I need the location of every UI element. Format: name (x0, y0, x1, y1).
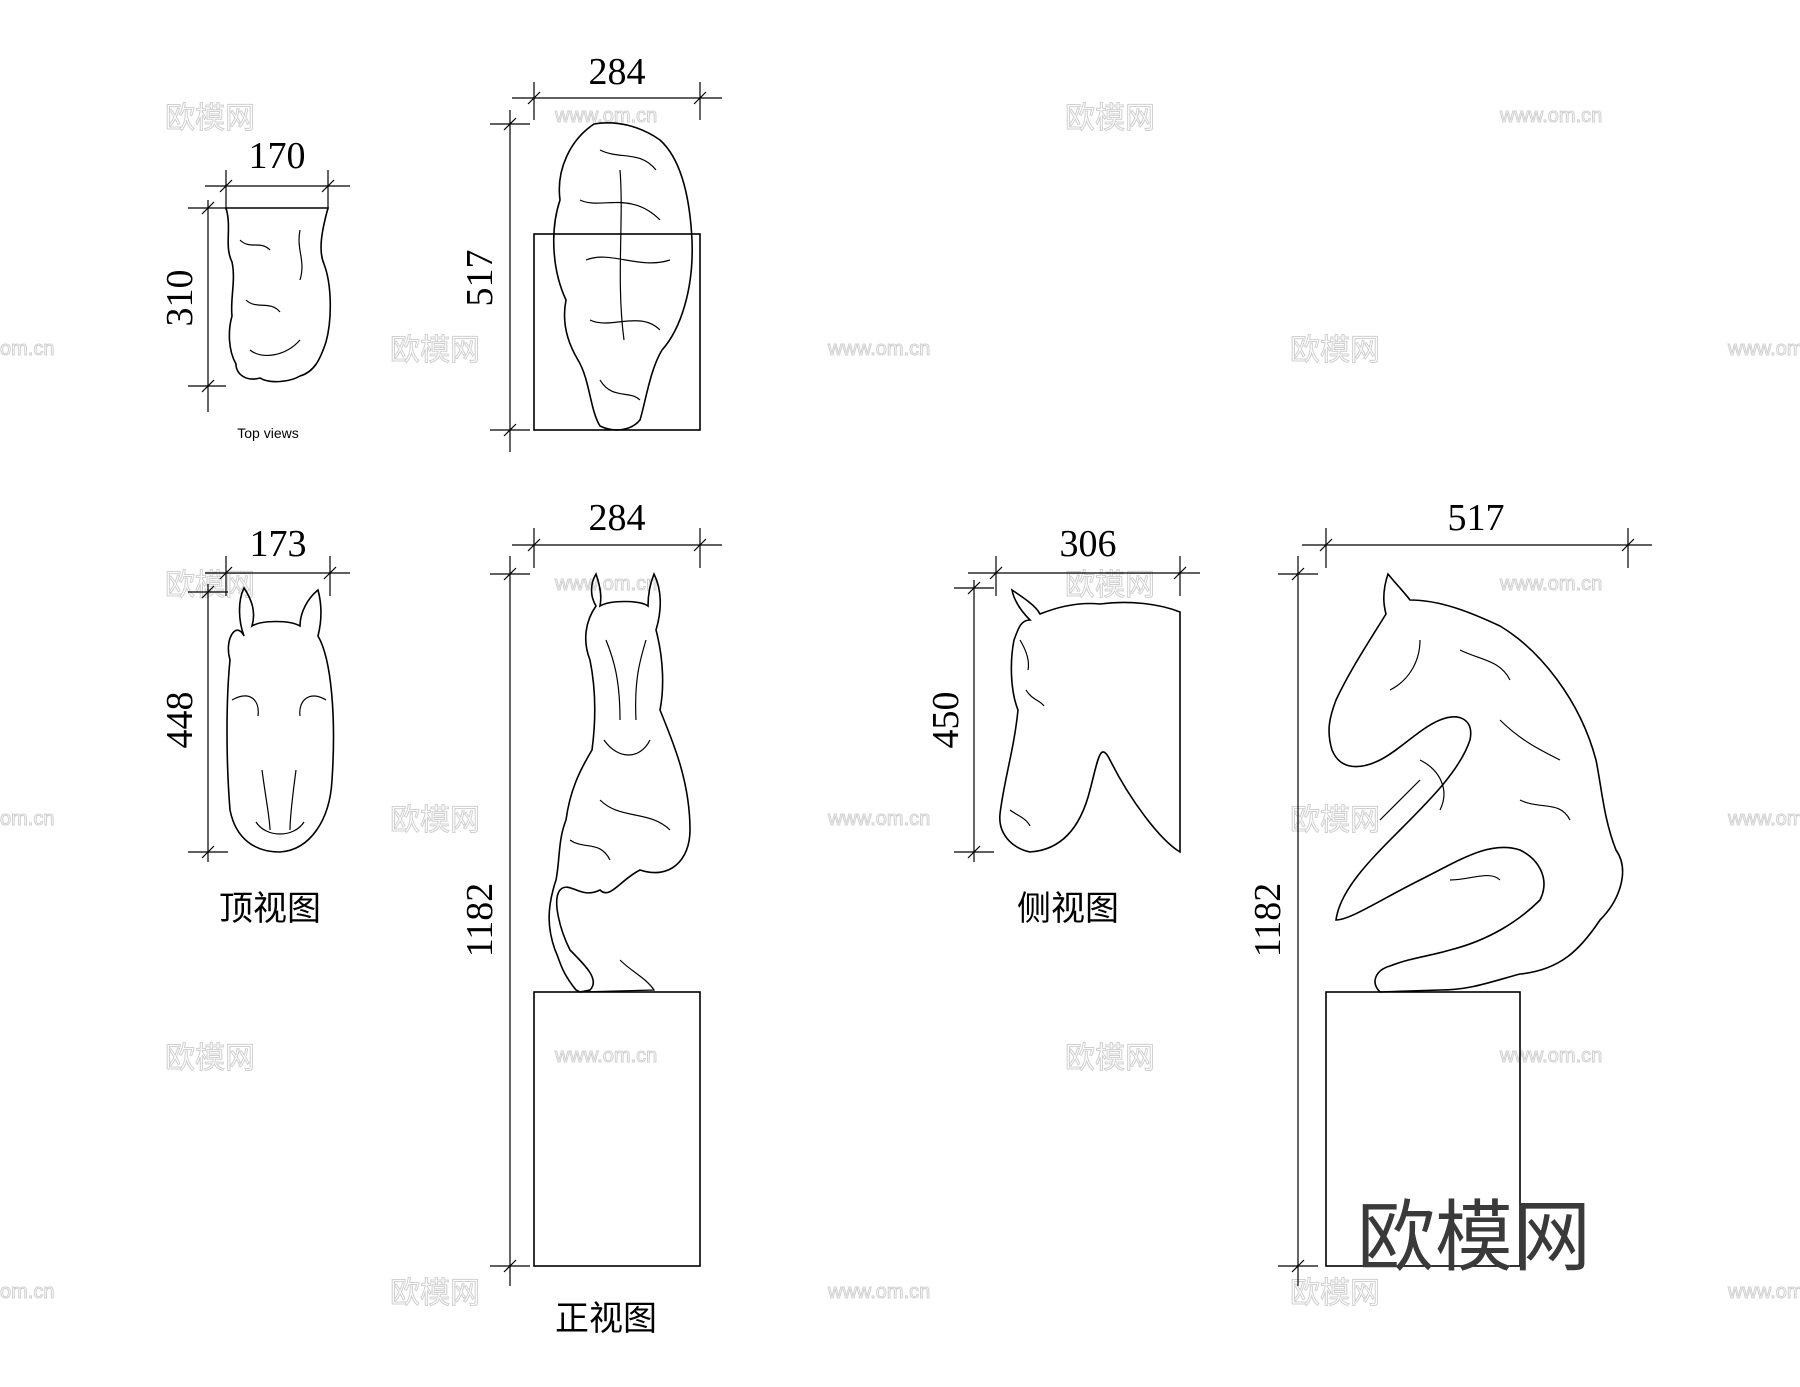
dimension-label: 310 (159, 270, 201, 327)
watermark-brand: 欧模网 (165, 101, 255, 136)
watermark-site: www.om.cn (554, 573, 657, 595)
watermark-brand: 欧模网 (1290, 333, 1380, 368)
dimension-width: 517 (1302, 497, 1652, 568)
dimension-label: 1182 (459, 883, 501, 958)
watermark-site: om.cn (0, 338, 54, 360)
watermark-site: www.om.cn (1727, 338, 1800, 360)
dimension-label: 306 (1060, 523, 1117, 565)
watermark-site: www.om.cn (554, 105, 657, 127)
watermark-brand: 欧模网 (390, 333, 480, 368)
dimension-width: 173 (205, 523, 350, 596)
sculpture-top-outline (224, 207, 332, 383)
watermark-site: www.om.cn (827, 338, 930, 360)
side-view-head: 306 450 侧视图 (925, 523, 1200, 929)
brand-logo: 欧模网 (1357, 1193, 1591, 1283)
watermark-brand: 欧模网 (1290, 1276, 1380, 1311)
dimension-height: 310 (159, 200, 226, 412)
dimension-label: 517 (459, 250, 501, 307)
horse-head-side-outline (999, 588, 1181, 854)
front-view-caption: 正视图 (555, 1299, 657, 1339)
dimension-height: 1182 (459, 556, 530, 1286)
watermark-site: www.om.cn (1727, 1281, 1800, 1303)
pedestal (1325, 991, 1521, 1267)
top-views-caption: Top views (237, 425, 298, 441)
watermark-site: www.om.cn (1499, 573, 1602, 595)
watermark-site: www.om.cn (1727, 808, 1800, 830)
dimension-label: 517 (1448, 497, 1505, 539)
pedestal (533, 991, 701, 1267)
watermark-site: www.om.cn (1499, 105, 1602, 127)
watermark-brand: 欧模网 (1065, 1041, 1155, 1076)
dimension-label: 170 (249, 135, 306, 177)
dimension-label: 450 (925, 692, 967, 749)
dimension-width: 170 (205, 135, 350, 210)
dimension-width: 284 (512, 497, 722, 568)
watermark-brand: 欧模网 (390, 1276, 480, 1311)
dimension-height: 450 (925, 580, 994, 862)
watermark-site: www.om.cn (1499, 1045, 1602, 1067)
watermark-site: www.om.cn (827, 1281, 930, 1303)
watermark-brand: 欧模网 (1290, 803, 1380, 838)
watermark-brand: 欧模网 (390, 803, 480, 838)
top-view-small: 170 310 Top views (159, 135, 350, 441)
dimension-width: 306 (968, 523, 1200, 596)
dimension-width: 284 (512, 51, 722, 120)
dimension-height: 1182 (1247, 556, 1318, 1286)
watermark-brand: 欧模网 (1065, 101, 1155, 136)
dimension-label: 448 (159, 692, 201, 749)
dimension-label: 284 (589, 497, 646, 539)
side-view-full: 517 1182 (1247, 497, 1652, 1286)
watermark-brand: 欧模网 (165, 1041, 255, 1076)
dimension-height: 448 (159, 584, 228, 862)
dimension-label: 1182 (1247, 883, 1289, 958)
horse-bust-front-outline (548, 572, 691, 993)
top-view-large: 284 517 (459, 51, 722, 452)
front-view-full: 284 1182 正视图 (459, 497, 722, 1339)
watermark-layer: 欧模网 www.om.cn 欧模网 www.om.cn om.cn 欧模网 ww… (0, 101, 1800, 1312)
top-view-caption: 顶视图 (219, 889, 321, 929)
horse-head-front-outline (226, 586, 335, 853)
side-view-caption: 侧视图 (1017, 889, 1119, 929)
dimension-label: 173 (250, 523, 307, 565)
watermark-site: www.om.cn (827, 808, 930, 830)
watermark-site: om.cn (0, 1281, 54, 1303)
front-view-head: 173 448 顶视图 (159, 523, 350, 929)
watermark-site: om.cn (0, 808, 54, 830)
watermark-site: www.om.cn (554, 1045, 657, 1067)
horse-bust-side-outline (1328, 572, 1624, 993)
sculpture-top-outline (553, 121, 693, 431)
dimension-label: 284 (589, 51, 646, 93)
dimension-height: 517 (459, 110, 530, 452)
